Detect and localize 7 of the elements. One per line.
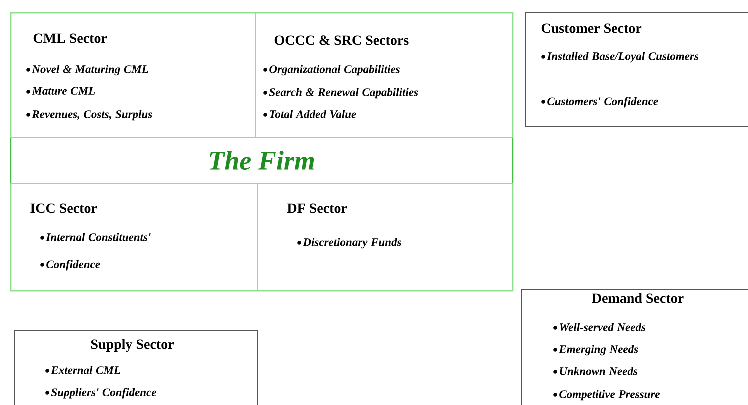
sector-cell: OCCC & SRC Sectors Organizational Capabilities Search & Renewal Capabilities Total Added Value bbox=[255, 12, 514, 138]
sector-box: Customer Sector Installed Base/Loyal Customers Customers' Confidence bbox=[525, 12, 748, 127]
sector-cell: CML Sector Novel & Maturing CML Mature CML Revenues, Costs, Surplus bbox=[10, 12, 256, 138]
sector-cell: ICC Sector Internal Constituents' Confidence bbox=[10, 183, 258, 292]
sector-box: Supply Sector External CML Suppliers' Confidence bbox=[14, 330, 258, 405]
sector-cell: DF Sector Discretionary Funds bbox=[257, 183, 514, 292]
sector-box: Demand Sector Well-served Needs Emerging Needs Unknown Needs Competitive Pressure bbox=[521, 289, 748, 405]
